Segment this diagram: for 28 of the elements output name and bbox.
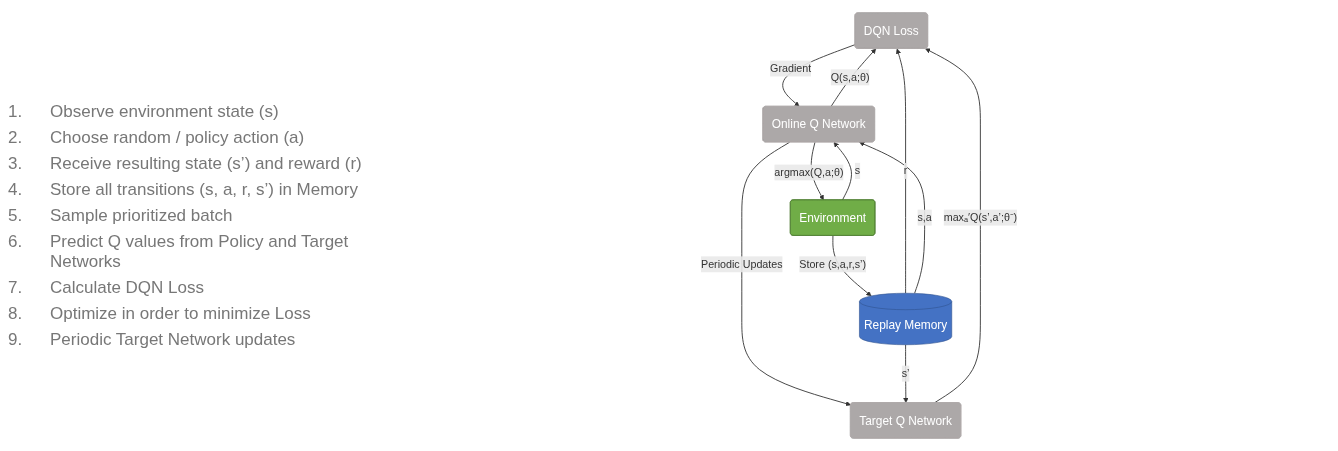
list-text: Choose random / policy action (a): [50, 127, 306, 148]
list-text: Calculate DQN Loss: [50, 277, 205, 298]
edge-label: s,a: [917, 211, 932, 224]
list-text: 7.: [8, 277, 24, 298]
edge-label: argmax(Q,a;θ): [774, 166, 844, 179]
list-text: 4.: [8, 179, 24, 200]
edge-label: Store (s,a,r,s’): [799, 258, 866, 270]
list-text: 3.: [8, 153, 24, 174]
list-text: 1.: [8, 101, 24, 122]
list-text: 2.: [8, 127, 24, 148]
list-text: Predict Q values from Policy and Target Networks: [50, 231, 350, 272]
list-text: Receive resulting state (s’) and reward (r): [50, 153, 363, 174]
list-text: Observe environment state (s): [50, 101, 280, 122]
edge-label: Q(s,a;θ): [830, 71, 870, 84]
list-text: Optimize in order to minimize Loss: [50, 303, 312, 324]
edge-label: r: [903, 164, 908, 177]
list-text: 8.: [8, 303, 24, 324]
list-text: 5.: [8, 205, 24, 226]
list-text: Sample prioritized batch: [50, 205, 234, 226]
edge-label: Gradient: [770, 62, 812, 75]
edge-label: s: [854, 164, 861, 177]
list-text: Store all transitions (s, a, r, s’) in Memory: [50, 179, 359, 200]
list-text: 9.: [8, 329, 24, 350]
list-text: 6.: [8, 231, 24, 253]
list-text: Periodic Target Network updates: [50, 329, 297, 350]
edge-label: s’: [901, 367, 910, 380]
edge-label: Periodic Updates: [700, 258, 783, 270]
edge-label: maxₐ′Q(s’,a’;θ⁻): [943, 211, 1018, 224]
